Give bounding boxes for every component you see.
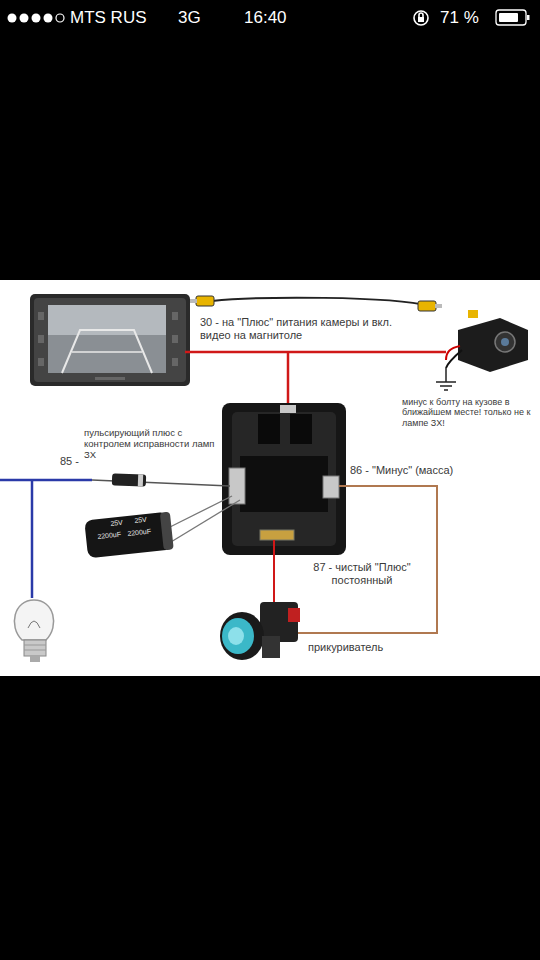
wire-85 [0, 480, 92, 598]
clock-time: 16:40 [244, 8, 287, 28]
lock-icon [414, 11, 428, 25]
wire-87 [273, 540, 275, 602]
ground-symbol [436, 368, 456, 390]
cigarette-lighter [220, 602, 300, 660]
head-unit [30, 294, 190, 386]
ground-note: минус к болту на кузове в ближайшем мест… [402, 397, 536, 428]
signal-dots [8, 14, 65, 23]
diagram-panel [0, 280, 540, 676]
battery-percent: 71 % [440, 8, 479, 28]
relay [222, 403, 346, 555]
capacitor-rating: 25V [134, 516, 147, 525]
capacitor [84, 496, 240, 558]
signal-note: пульсирующий плюс с контролем исправност… [84, 428, 216, 461]
pin-note: 87 - чистый "Плюс" постоянный [296, 561, 428, 586]
pin-note: 30 - на "Плюс" питания камеры и вкл. вид… [200, 316, 400, 341]
pin-number: 85 - [60, 455, 79, 468]
capacitor-rating: 25V [110, 519, 123, 528]
rear-camera [446, 310, 528, 372]
diode [92, 473, 230, 486]
lamp-bulb [14, 600, 53, 662]
carrier-name: MTS RUS [70, 8, 147, 28]
network-type: 3G [178, 8, 201, 28]
wire-30 [185, 352, 446, 404]
battery-icon [496, 10, 530, 25]
wire-86 [298, 486, 437, 633]
pin-note: 86 - "Минус" (масса) [350, 464, 480, 477]
rca-cable [190, 296, 442, 311]
part-name: прикуриватель [308, 641, 383, 654]
